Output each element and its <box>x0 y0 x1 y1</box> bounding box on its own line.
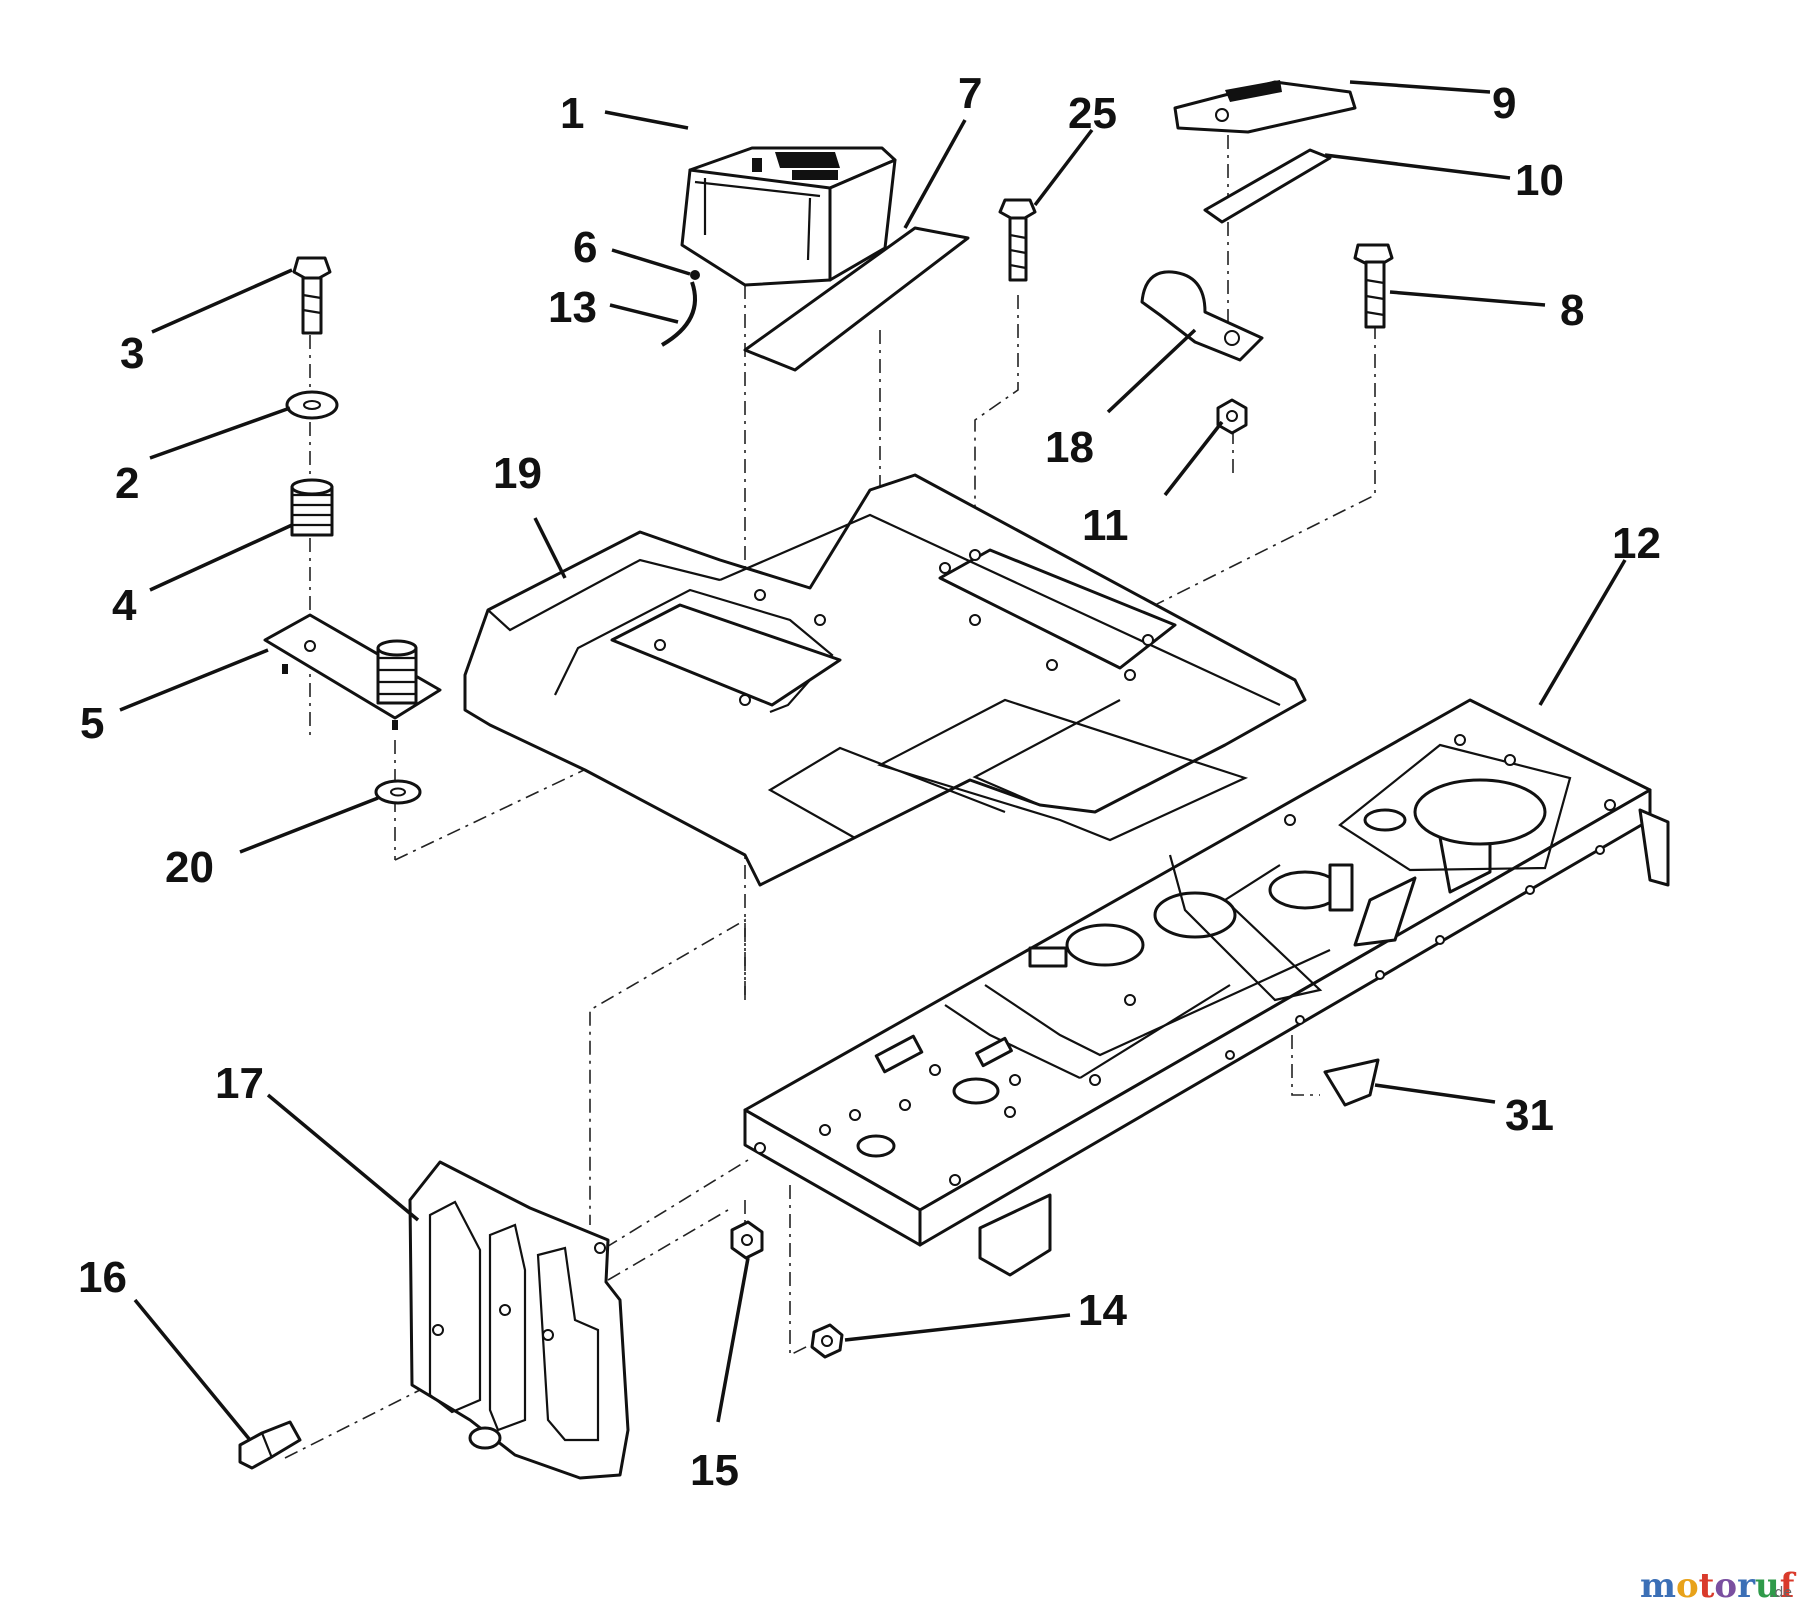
callout-9: 9 <box>1492 79 1516 128</box>
battery-strap <box>660 270 700 347</box>
callout-2: 2 <box>115 459 139 508</box>
battery-tray <box>680 146 897 287</box>
callout-14: 14 <box>1078 1286 1127 1335</box>
wm-letter: t <box>1699 1566 1715 1606</box>
wm-letter: u <box>1755 1566 1780 1606</box>
callout-18: 18 <box>1045 423 1094 472</box>
bolt-25 <box>998 198 1037 282</box>
wm-letter: f <box>1780 1566 1797 1606</box>
washer-2 <box>285 390 339 420</box>
callout-labels: 1 3 2 4 5 20 6 13 7 25 9 10 8 18 11 19 1… <box>78 69 1661 1495</box>
bolt-16 <box>238 1420 302 1470</box>
wm-letter: m <box>1640 1566 1676 1606</box>
spring-plate <box>263 613 442 730</box>
callout-3: 3 <box>120 329 144 378</box>
seat-plate <box>1203 148 1332 224</box>
callout-15: 15 <box>690 1446 739 1495</box>
wm-letter: r <box>1737 1566 1756 1606</box>
seat-latch-cover <box>1173 80 1357 134</box>
callout-12: 12 <box>1612 519 1661 568</box>
callout-17: 17 <box>215 1059 264 1108</box>
callout-16: 16 <box>78 1253 127 1302</box>
nut-11 <box>1216 398 1248 435</box>
seat-pad <box>743 226 970 372</box>
mounting-plate <box>408 1160 630 1480</box>
wm-suffix: .de <box>1770 1585 1792 1601</box>
nut-14 <box>810 1323 844 1359</box>
svg-text:motoruf: motoruf <box>1640 1566 1797 1606</box>
fender-panel <box>463 473 1307 887</box>
callout-19: 19 <box>493 449 542 498</box>
watermark-logo: motoruf .de <box>1640 1566 1797 1606</box>
callout-31: 31 <box>1505 1091 1554 1140</box>
washer-20 <box>374 779 422 805</box>
callout-8: 8 <box>1560 286 1584 335</box>
nut-15 <box>730 1220 764 1260</box>
callout-6: 6 <box>573 223 597 272</box>
callout-11: 11 <box>1082 501 1129 550</box>
wm-letter: o <box>1676 1566 1699 1606</box>
callout-25: 25 <box>1068 89 1117 138</box>
clip-31 <box>1323 1058 1380 1107</box>
leader-lines <box>119 80 1627 1442</box>
callout-13: 13 <box>548 283 597 332</box>
callout-7: 7 <box>958 69 982 118</box>
clamp-bracket <box>1140 270 1264 362</box>
callout-1: 1 <box>560 89 584 138</box>
wm-letter: o <box>1714 1566 1737 1606</box>
spring-4 <box>290 478 334 537</box>
callout-4: 4 <box>112 581 137 630</box>
callout-20: 20 <box>165 843 214 892</box>
main-frame <box>743 698 1670 1277</box>
bolt-3 <box>292 256 332 335</box>
bolt-8 <box>1353 243 1394 329</box>
callout-10: 10 <box>1515 156 1564 205</box>
callout-5: 5 <box>80 699 104 748</box>
